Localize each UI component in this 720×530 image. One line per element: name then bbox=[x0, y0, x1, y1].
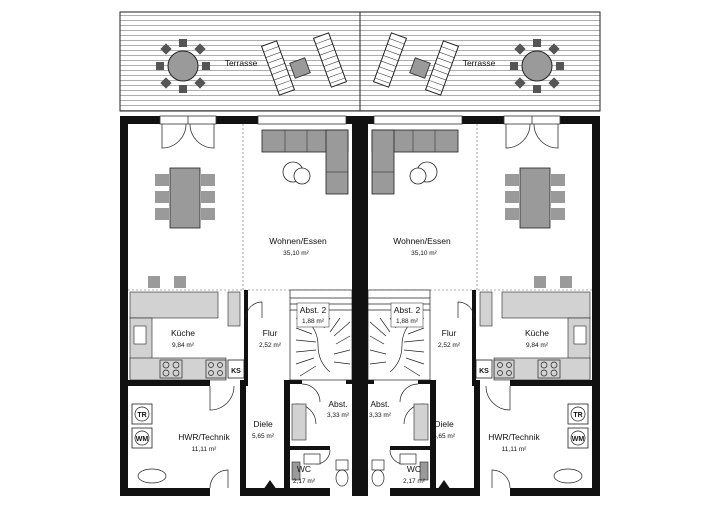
terrace-label: Terrasse bbox=[463, 58, 496, 68]
fridge-label: KS bbox=[231, 368, 241, 375]
party-wall bbox=[352, 116, 368, 496]
room-label: WC bbox=[297, 464, 311, 474]
room-label: HWR/Technik bbox=[488, 432, 540, 442]
unit-right bbox=[360, 12, 600, 496]
washer-label: WM bbox=[136, 436, 149, 443]
room-label: Diele bbox=[434, 419, 454, 429]
room-area: 1,88 m² bbox=[302, 318, 325, 325]
room-label: WC bbox=[407, 464, 421, 474]
room-label: Abst. bbox=[328, 399, 347, 409]
room-label: Flur bbox=[442, 328, 457, 338]
room-area: 3,33 m² bbox=[327, 412, 350, 419]
room-area: 2,52 m² bbox=[259, 342, 282, 349]
room-area: 9,84 m² bbox=[526, 342, 549, 349]
room-label: Wohnen/Essen bbox=[269, 236, 327, 246]
dryer-label: TR bbox=[137, 412, 146, 419]
room-label: Abst. bbox=[370, 399, 389, 409]
room-area: 11,11 m² bbox=[502, 446, 528, 453]
unit-left bbox=[120, 12, 360, 496]
room-label: HWR/Technik bbox=[178, 432, 230, 442]
dryer-label: TR bbox=[573, 412, 582, 419]
room-label: Flur bbox=[263, 328, 278, 338]
room-area: 11,11 m² bbox=[192, 446, 218, 453]
terrace-label: Terrasse bbox=[225, 58, 258, 68]
room-area: 5,65 m² bbox=[252, 433, 275, 440]
room-area: 5,65 m² bbox=[433, 433, 456, 440]
room-label: Wohnen/Essen bbox=[393, 236, 451, 246]
room-area: 35,10 m² bbox=[411, 250, 437, 257]
room-label: Abst. 2 bbox=[300, 305, 327, 315]
entrance-arrow-icon bbox=[263, 480, 277, 490]
room-area: 2,52 m² bbox=[438, 342, 461, 349]
room-label: Diele bbox=[253, 419, 273, 429]
fridge-label: KS bbox=[479, 368, 489, 375]
room-area: 1,88 m² bbox=[396, 318, 419, 325]
entrance-arrow-icon bbox=[437, 480, 451, 490]
room-area: 2,17 m² bbox=[293, 478, 316, 485]
room-label: Küche bbox=[171, 328, 195, 338]
room-area: 9,84 m² bbox=[172, 342, 195, 349]
room-area: 35,10 m² bbox=[283, 250, 309, 257]
room-area: 3,33 m² bbox=[369, 412, 392, 419]
room-label: Abst. 2 bbox=[394, 305, 421, 315]
washer-label: WM bbox=[572, 436, 585, 443]
room-area: 2,17 m² bbox=[403, 478, 426, 485]
room-label: Küche bbox=[525, 328, 549, 338]
